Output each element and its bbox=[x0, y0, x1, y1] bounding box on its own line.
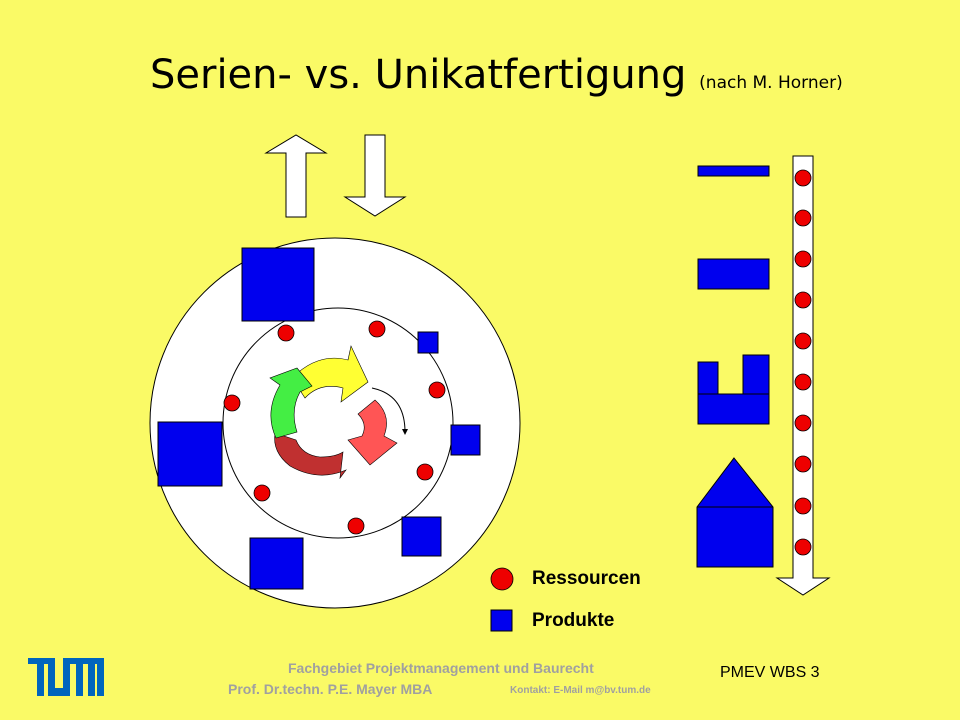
product bbox=[249, 537, 304, 590]
resources-on-cycle bbox=[223, 320, 446, 535]
legend-products-label: Produkte bbox=[532, 610, 615, 631]
footer-department: Fachgebiet Projektmanagement und Baurech… bbox=[288, 660, 594, 676]
building-stage-foundation bbox=[697, 165, 770, 177]
building-stage-house bbox=[696, 457, 774, 568]
page-title: Serien- vs. Unikatfertigung (nach M. Hor… bbox=[150, 52, 843, 98]
inner-circle bbox=[222, 307, 454, 539]
legend-resource-icon bbox=[490, 567, 514, 591]
cycle-arrow-yellow bbox=[291, 345, 369, 403]
cycle-arrow-red bbox=[347, 399, 398, 466]
building-stage-slab bbox=[697, 258, 770, 290]
product bbox=[417, 331, 439, 354]
resource bbox=[368, 320, 386, 338]
resource bbox=[347, 517, 365, 535]
cycle-inner-swirl bbox=[371, 387, 408, 435]
cycle-arrow-green bbox=[269, 367, 313, 439]
products-on-cycle bbox=[157, 247, 481, 590]
cycle-arrow-darkred bbox=[274, 432, 347, 480]
resource bbox=[794, 538, 812, 556]
building-stage-walls bbox=[697, 354, 770, 425]
resource bbox=[253, 484, 271, 502]
resource bbox=[794, 291, 812, 309]
resource bbox=[794, 455, 812, 473]
legend-product-icon bbox=[490, 609, 513, 632]
resource bbox=[223, 394, 241, 412]
building-stages bbox=[696, 165, 774, 568]
input-arrow-icon bbox=[343, 134, 407, 217]
slide-number: PMEV WBS 3 bbox=[720, 664, 820, 681]
resource bbox=[794, 250, 812, 268]
resource bbox=[794, 497, 812, 515]
resources-on-line bbox=[794, 169, 812, 556]
cycle-arrows-icon bbox=[269, 345, 408, 480]
footer-contact: Kontakt: E-Mail m@bv.tum.de bbox=[510, 685, 651, 696]
tum-logo-icon bbox=[28, 658, 104, 696]
resource bbox=[428, 381, 446, 399]
title-main: Serien- vs. Unikatfertigung bbox=[150, 52, 687, 98]
resource bbox=[277, 324, 295, 342]
legend-resources-label: Ressourcen bbox=[532, 568, 641, 589]
title-subtitle: (nach M. Horner) bbox=[699, 73, 843, 93]
resource bbox=[794, 209, 812, 227]
product bbox=[157, 421, 223, 487]
output-arrow-icon bbox=[264, 134, 328, 218]
footer-professor: Prof. Dr.techn. P.E. Mayer MBA bbox=[228, 681, 433, 697]
resource bbox=[794, 169, 812, 187]
resource bbox=[794, 332, 812, 350]
resource bbox=[794, 414, 812, 432]
product bbox=[401, 516, 442, 557]
product bbox=[241, 247, 315, 322]
resource bbox=[794, 373, 812, 391]
resource bbox=[416, 463, 434, 481]
product bbox=[450, 424, 481, 456]
